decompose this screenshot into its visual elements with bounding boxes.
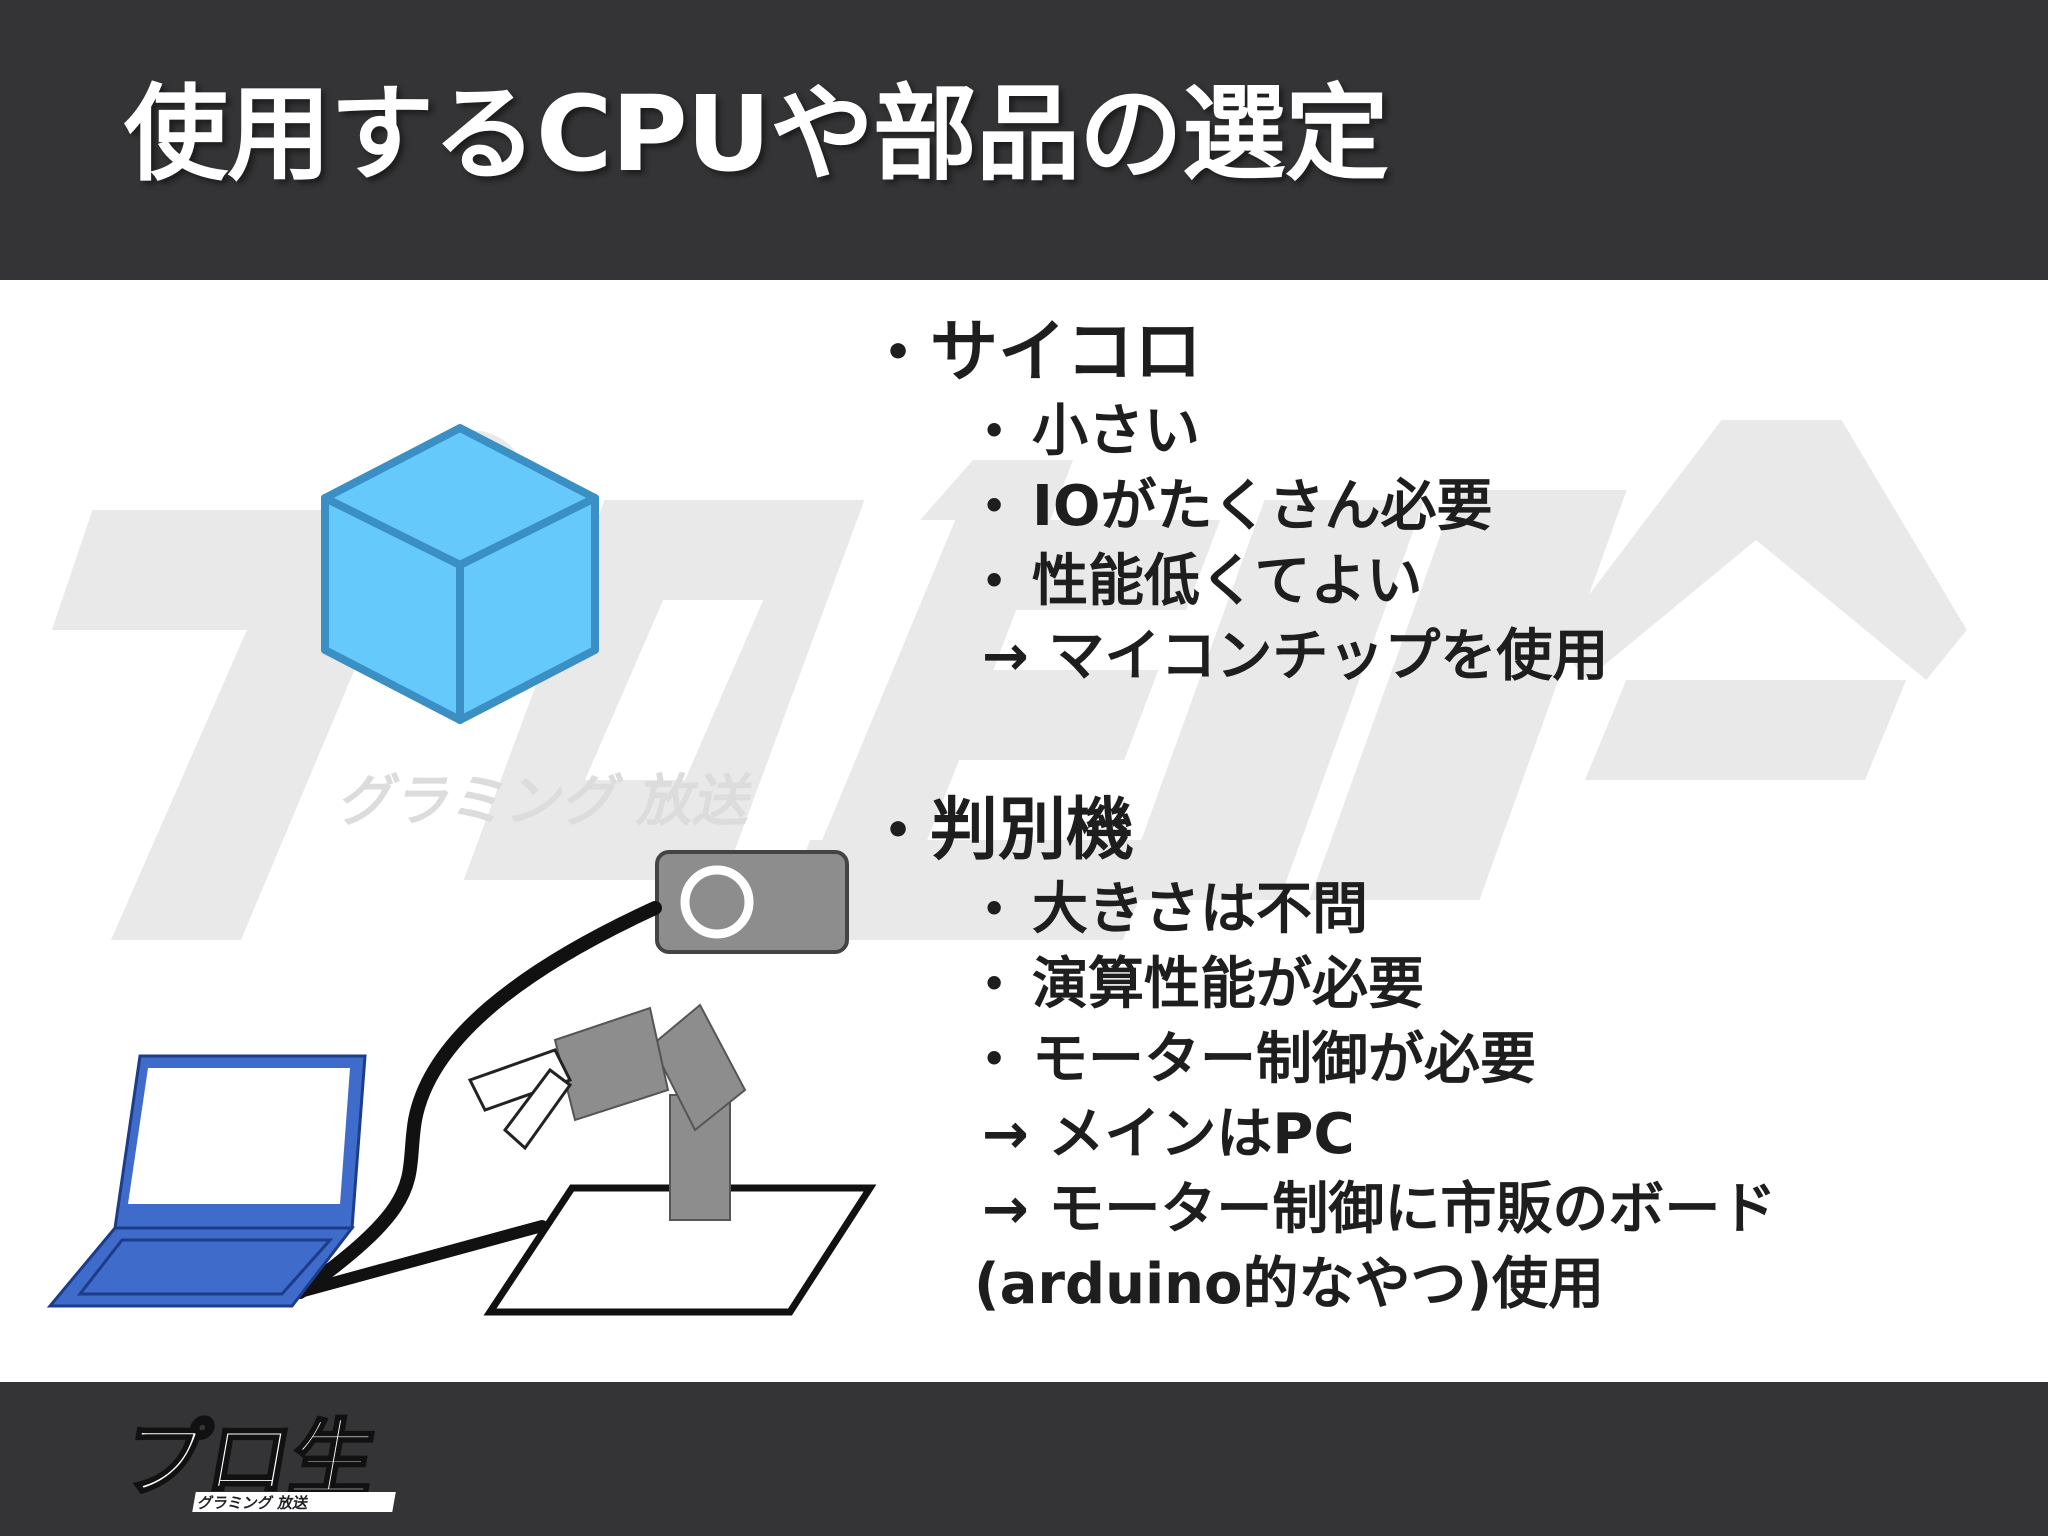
- list-item: 性能低くてよい: [982, 544, 1608, 619]
- camera-icon: [655, 850, 849, 954]
- section-heading-text: サイコロ: [930, 313, 1203, 392]
- section-items: 大きさは不問 演算性能が必要 モーター制御が必要 → メインはPC → モーター…: [974, 872, 1776, 1322]
- slide-title: 使用するCPUや部品の選定: [124, 73, 1389, 195]
- section-heading: 判別機 大きさは不問 演算性能が必要 モーター制御が必要 → メインはPC → …: [884, 790, 1776, 1322]
- list-item: 大きさは不問: [982, 872, 1776, 947]
- list-item: 演算性能が必要: [982, 947, 1776, 1022]
- conclusion-text: → マイコンチップを使用: [982, 624, 1609, 689]
- conclusion-text: → メインはPC: [982, 1102, 1355, 1167]
- section-items: 小さい IOがたくさん必要 性能低くてよい → マイコンチップを使用: [982, 394, 1608, 694]
- laptop-icon: [46, 1054, 367, 1308]
- conclusion-item: (arduino的なやつ)使用: [974, 1247, 1776, 1322]
- conclusion-item: → モーター制御に市販のボード: [982, 1172, 1776, 1247]
- list-item: モーター制御が必要: [982, 1022, 1776, 1097]
- list-item-text: 小さい: [1032, 399, 1200, 464]
- list-item-text: 演算性能が必要: [1032, 952, 1424, 1017]
- list-item-text: 性能低くてよい: [1032, 549, 1423, 614]
- cube-icon: [321, 424, 599, 724]
- list-item-text: モーター制御が必要: [1032, 1027, 1536, 1092]
- section-heading-text: 判別機: [930, 791, 1135, 870]
- watermark-subtext: グラミング 放送: [334, 769, 760, 834]
- list-item: 小さい: [982, 394, 1608, 469]
- footer-logo: プロ生 グラミング 放送: [113, 1408, 396, 1512]
- list-item-text: IOがたくさん必要: [1032, 474, 1493, 539]
- conclusion-text: (arduino的なやつ)使用: [974, 1252, 1605, 1317]
- list-item: IOがたくさん必要: [982, 469, 1608, 544]
- conclusion-item: → メインはPC: [982, 1097, 1776, 1172]
- footer-logo-subtext: グラミング 放送: [196, 1494, 310, 1512]
- platform-icon: [483, 1184, 877, 1316]
- conclusion-text: → モーター制御に市販のボード: [982, 1177, 1777, 1242]
- section-saikoro: サイコロ 小さい IOがたくさん必要 性能低くてよい → マイコンチップを使用: [884, 312, 1608, 694]
- conclusion-item: → マイコンチップを使用: [982, 619, 1608, 694]
- illustration: [46, 424, 877, 1316]
- section-heading: サイコロ 小さい IOがたくさん必要 性能低くてよい → マイコンチップを使用: [884, 312, 1608, 694]
- list-item-text: 大きさは不問: [1032, 877, 1368, 942]
- robot-arm-icon: [467, 1003, 747, 1221]
- section-hanbetsuki: 判別機 大きさは不問 演算性能が必要 モーター制御が必要 → メインはPC → …: [884, 790, 1776, 1322]
- header-bar: 使用するCPUや部品の選定: [0, 0, 2048, 280]
- cable-icon: [294, 1220, 548, 1298]
- cable-icon: [293, 901, 662, 1299]
